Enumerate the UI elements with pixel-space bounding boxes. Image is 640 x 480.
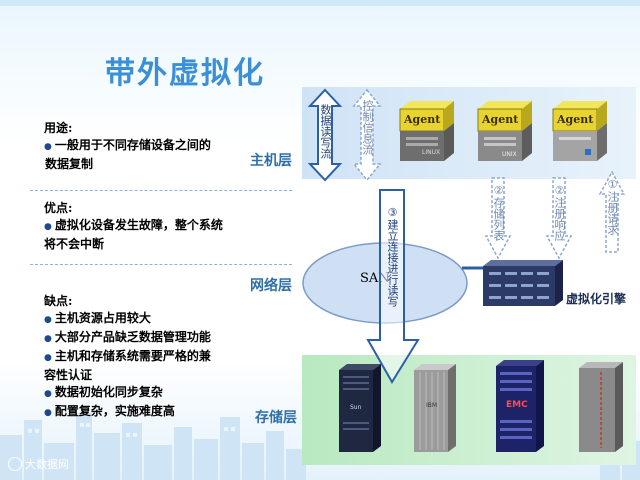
engine-label: 虚拟化引擎 xyxy=(566,292,627,306)
network-layer-label: 网络层 xyxy=(250,278,292,294)
storage-list-arrow xyxy=(484,177,512,260)
watermark-icon xyxy=(8,457,22,471)
host-server: Agent LINUX xyxy=(392,95,462,167)
host-layer-label: 主机层 xyxy=(250,153,292,169)
storage-layer-label: 存储层 xyxy=(255,410,297,426)
register-response-label: ②注册响应 xyxy=(553,184,566,241)
advantages-item-cont: 将不会中断 xyxy=(44,237,105,251)
disadvantages-item: 大部分产品缺乏数据管理功能 xyxy=(44,329,274,348)
data-rw-arrow xyxy=(307,88,343,182)
agent-label: Agent xyxy=(482,113,519,126)
divider xyxy=(30,264,292,265)
host-server: Agent UNIX xyxy=(470,95,540,167)
brand-label: IBM xyxy=(426,402,438,409)
usage-block: 用途: 一般用于不同存储设备之间的 数据复制 xyxy=(44,120,274,173)
divider xyxy=(30,190,292,191)
advantages-item: 虚拟化设备发生故障，整个系统 xyxy=(44,217,274,236)
virtualization-engine xyxy=(483,260,563,306)
brand-label: Sun xyxy=(350,404,362,411)
advantages-block: 优点: 虚拟化设备发生故障，整个系统 将不会中断 xyxy=(44,200,274,253)
disadvantages-item: 主机资源占用较大 xyxy=(44,310,274,329)
storage-icon xyxy=(414,364,456,452)
storage-icon xyxy=(496,360,544,452)
storage-list-label: ②存储列表 xyxy=(492,184,505,241)
page-title: 带外虚拟化 xyxy=(105,56,265,91)
disadvantages-item-cont: 容性认证 xyxy=(44,368,93,382)
brand-label: EMC xyxy=(506,400,528,410)
register-request-label: ①注册请求 xyxy=(606,178,619,235)
usage-heading: 用途: xyxy=(44,121,73,135)
storage-device xyxy=(575,360,627,454)
storage-icon xyxy=(339,364,381,452)
agent-label: Agent xyxy=(557,113,594,126)
disadvantages-block: 缺点: 主机资源占用较大 大部分产品缺乏数据管理功能 主机和存储系统需要严格的兼… xyxy=(44,293,274,422)
disadvantages-item: 配置复杂，实施难度高 xyxy=(44,403,274,422)
control-flow-label: 控制信息流 xyxy=(361,100,374,155)
disadvantages-item: 数据初始化同步复杂 xyxy=(44,384,274,403)
storage-icon xyxy=(579,362,623,452)
register-request-arrow xyxy=(598,170,626,253)
storage-device: Sun xyxy=(335,362,385,454)
host-server: Agent xyxy=(545,95,615,167)
os-label: LINUX xyxy=(422,149,441,156)
server-icon xyxy=(477,101,532,161)
server-icon xyxy=(552,101,607,161)
register-response-arrow xyxy=(545,177,573,260)
disadvantages-heading: 缺点: xyxy=(44,294,73,308)
storage-device: EMC xyxy=(492,358,548,454)
watermark-text: 大数据网 xyxy=(25,458,69,471)
usage-item-cont: 数据复制 xyxy=(45,157,94,171)
connect-rw-arrow xyxy=(366,189,420,384)
data-rw-label: 数据读写流 xyxy=(319,104,332,159)
server-icon xyxy=(399,101,454,161)
top-frame xyxy=(0,0,640,6)
watermark: 大数据网 xyxy=(8,456,69,472)
connect-rw-label: ③建立连接进行读写 xyxy=(386,206,399,307)
disadvantages-item: 主机和存储系统需要严格的兼 xyxy=(44,348,274,367)
usage-item: 一般用于不同存储设备之间的 xyxy=(44,137,274,156)
agent-label: Agent xyxy=(404,113,441,126)
advantages-heading: 优点: xyxy=(44,201,73,215)
storage-device: IBM xyxy=(410,362,460,454)
control-flow-arrow xyxy=(352,88,382,182)
os-label: UNIX xyxy=(502,151,517,158)
